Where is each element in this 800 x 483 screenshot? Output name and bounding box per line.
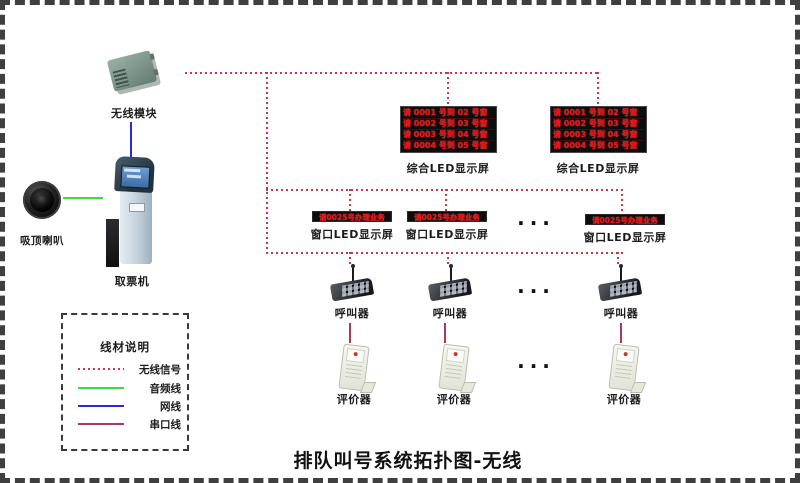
caller-keypad: [610, 280, 637, 297]
wireless-link-trunk: [266, 72, 268, 253]
evaluator-face-graphic: [353, 351, 358, 357]
wireless-link-caller-bus: [266, 252, 623, 254]
speaker-cap: [37, 195, 47, 205]
comprehensive-led-display-1: 请 0001 号到 02 号窗 请 0002 号到 03 号窗 请 0003 号…: [400, 106, 497, 153]
caller-icon-2: [427, 264, 474, 306]
legend-line-audio: [78, 387, 124, 389]
caller-label-3: 呼叫器: [603, 307, 639, 320]
comprehensive-led-label-1: 综合LED显示屏: [406, 162, 490, 175]
window-led-label-2: 窗口LED显示屏: [405, 228, 489, 241]
caller-keypad: [440, 280, 467, 297]
evaluator-icon-3: [607, 343, 647, 393]
ticket-machine-icon: [103, 156, 165, 269]
caller-keypad: [342, 280, 369, 297]
legend-label-network: 网线: [160, 401, 181, 413]
legend-box: 线材说明 无线信号 音频线 网线 串口线: [61, 313, 189, 451]
led-row: 请 0004 号到 05 号窗: [403, 141, 488, 150]
evaluator-label-3: 评价器: [606, 393, 642, 406]
ellipsis-window-row: ···: [517, 211, 555, 235]
caller-label-1: 呼叫器: [334, 307, 370, 320]
window-led-label-1: 窗口LED显示屏: [310, 228, 394, 241]
evaluator-face-graphic: [623, 351, 628, 357]
wireless-drop-comp-led-1: [447, 72, 449, 106]
wireless-drop-comp-led-2: [597, 72, 599, 106]
audio-cable-speaker-kiosk: [63, 197, 103, 199]
led-row: 请 0001 号到 02 号窗: [403, 108, 494, 119]
kiosk-screen-text: [126, 174, 141, 179]
evaluator-icon-1: [337, 343, 377, 393]
module-connector: [149, 53, 155, 61]
ceiling-speaker-icon: [23, 181, 61, 219]
window-led-display-3: 请0025号办理业务: [585, 214, 665, 225]
wireless-drop-window-led-1: [349, 189, 351, 211]
caller-antenna: [351, 264, 355, 283]
module-vents: [112, 68, 130, 89]
legend-line-network: [78, 405, 124, 407]
caller-body: [427, 277, 473, 302]
caller-icon-1: [329, 264, 376, 306]
led-row: 请 0004 号到 05 号窗: [553, 141, 638, 150]
caller-label-2: 呼叫器: [432, 307, 468, 320]
legend-label-audio: 音频线: [149, 383, 182, 395]
evaluator-buttons: [614, 364, 633, 379]
kiosk-head: [114, 156, 155, 193]
wireless-drop-caller-1: [349, 252, 351, 267]
wireless-drop-window-led-2: [445, 189, 447, 211]
wireless-link-window-bus: [266, 189, 623, 191]
kiosk-side-column: [106, 219, 119, 267]
caller-body: [329, 277, 375, 302]
wireless-module-label: 无线模块: [111, 107, 157, 120]
kiosk-screen: [120, 165, 151, 189]
caller-body: [597, 277, 643, 302]
ellipsis-caller-row: ···: [517, 279, 555, 303]
ticket-machine-label: 取票机: [114, 275, 150, 288]
evaluator-face-graphic: [453, 351, 458, 357]
serial-cable-2: [444, 323, 446, 343]
evaluator-screen: [615, 348, 636, 364]
led-row: 请 0001 号到 02 号窗: [553, 108, 644, 119]
wireless-drop-caller-2: [447, 252, 449, 267]
ticket-slot: [129, 203, 145, 212]
window-led-label-3: 窗口LED显示屏: [583, 231, 667, 244]
evaluator-icon-2: [437, 343, 477, 393]
led-row: 请 0003 号到 04 号窗: [553, 130, 644, 141]
wireless-drop-caller-3: [617, 252, 619, 267]
legend-label-serial: 串口线: [149, 419, 182, 431]
caller-antenna: [449, 264, 453, 283]
kiosk-body: [120, 190, 152, 264]
caller-antenna: [619, 264, 623, 283]
led-row: 请 0002 号到 03 号窗: [403, 119, 494, 130]
diagram-title: 排队叫号系统拓扑图-无线: [293, 450, 523, 472]
comprehensive-led-label-2: 综合LED显示屏: [556, 162, 640, 175]
legend-line-serial: [78, 423, 124, 425]
evaluator-label-2: 评价器: [436, 393, 472, 406]
window-led-display-2: 请0025号办理业务: [407, 211, 487, 222]
legend-title: 线材说明: [100, 340, 150, 354]
evaluator-label-1: 评价器: [336, 393, 372, 406]
window-led-display-1: 请0025号办理业务: [312, 211, 392, 222]
wireless-link-top-bus: [185, 72, 599, 74]
ellipsis-evaluator-row: ···: [517, 354, 555, 378]
ceiling-speaker-label: 吸顶喇叭: [20, 235, 64, 247]
evaluator-buttons: [344, 364, 363, 379]
caller-icon-3: [597, 264, 644, 306]
network-cable-module-kiosk: [130, 122, 132, 159]
serial-cable-1: [349, 323, 351, 343]
legend-line-wireless: [78, 368, 124, 370]
evaluator-screen: [445, 348, 466, 364]
comprehensive-led-display-2: 请 0001 号到 02 号窗 请 0002 号到 03 号窗 请 0003 号…: [550, 106, 647, 153]
wireless-module-icon: [106, 50, 160, 96]
kiosk-screen-header: [124, 168, 141, 173]
serial-cable-3: [620, 323, 622, 343]
led-row: 请 0002 号到 03 号窗: [553, 119, 644, 130]
evaluator-screen: [345, 348, 366, 364]
legend-label-wireless: 无线信号: [139, 364, 181, 376]
module-connector: [153, 68, 159, 76]
led-row: 请 0003 号到 04 号窗: [403, 130, 494, 141]
wireless-module-box: [106, 50, 159, 92]
wireless-drop-window-led-3: [621, 189, 623, 214]
evaluator-buttons: [444, 364, 463, 379]
